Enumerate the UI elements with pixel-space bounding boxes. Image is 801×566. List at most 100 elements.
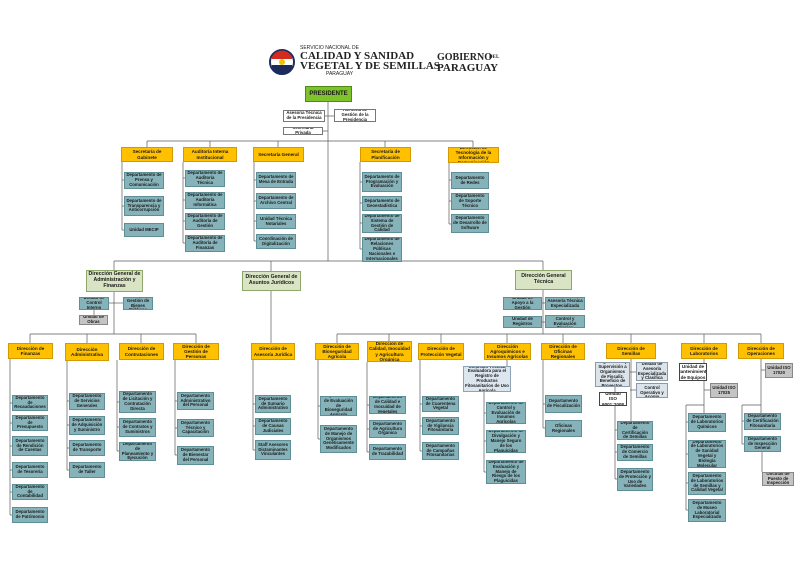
node-d-cert-semillas: Departamento de Certificación de Semilla… [617,421,653,440]
node-comision-tecnica: Comisión Técnica Evaluadora para el Regi… [463,366,511,392]
node-asesoria-gestion: Asesoría de Gestión de la Presidencia [334,109,376,122]
node-d-eval-bioseguridad: Departamento de Evaluación de Biosegurid… [320,396,357,416]
node-presidente: PRESIDENTE [305,86,352,102]
node-d-soporte: Departamento de Soporte Técnico [451,193,489,210]
node-d-geoestadistica: Departamento de Geoestadística [362,196,402,211]
node-u-apoyo: Unidad de Apoyo a la Gestión [503,297,542,310]
node-u-control-interno: Unidad de Control Interno [79,297,109,310]
node-d-museo: Departamento de Museo Laboratorial Espec… [688,499,726,522]
node-d-bienestar: Departamento de Bienestar del Personal [177,446,214,465]
node-u-mecip: Unidad MECIP [124,223,164,237]
sn-line4: PARAGUAY [326,71,354,77]
node-d-proteccion-variedades: Departamento de Protección y Uso de Vari… [617,468,653,491]
node-d-agricultura-organica: Departamento de Agricultura Orgánica [369,420,406,438]
node-d-inspeccion: Departamento de Inspección General [744,436,781,452]
node-d-redes: Departamento de Redes [451,172,489,189]
node-d-rendicion: Departamento de Rendición de Cuentas [12,436,48,456]
node-d-software: Departamento de Desarrollo de Software [451,214,489,233]
node-d-contratos: Departamento de Contratos y Suministros [119,418,156,437]
node-d-planeamiento: Departamento de Planeamiento y Ejecución [119,442,156,461]
node-d-taller: Departamento de Taller [69,462,105,478]
node-u-iso-17025: Unidad ISO 17025 [710,383,738,398]
node-d-lab-molecular: Departamento de Laboratorios de Sanidad … [688,440,726,468]
node-u-notariales: Unidad Técnica Notariales [256,214,296,229]
node-d-sumario: Departamento de Sumario Administrativo [255,395,291,413]
node-dir-asesoria-juridica: Dirección de Asesoría Jurídica [251,343,295,360]
node-d-vigilancia: Departamento de Vigilancia Fitosanitaria [422,417,459,435]
node-d-manejo-ogm: Departamento de Manejo de Organismos Gen… [320,425,357,453]
node-d-cuarentena: Departamento de Cuarentena Vegetal [422,396,459,412]
node-coord-seguimiento: Coordinación de Seguimiento y Supervisió… [595,362,630,387]
node-d-sistema-calidad: Departamento de Sistema de Gestión de Ca… [362,214,402,233]
node-d-comercio-semillas: Departamento de Comercio de Semillas [617,444,653,461]
node-d-licitacion: Departamento de Licitación y Contratació… [119,391,156,413]
node-d-trazabilidad: Departamento de Trazabilidad [369,444,406,460]
node-dir-finanzas: Dirección de Finanzas [8,343,53,359]
node-d-prensa: Departamento de Prensa y Comunicación [124,172,164,189]
node-auditoria: Auditoría Interna Institucional [183,147,237,162]
node-sec-general: Secretaría General [253,147,304,162]
node-u-mantenimiento: Unidad de Mantenimiento de Equipos [679,363,707,381]
node-secretaria-privada: Secretaría Privada [283,127,323,135]
node-d-fiscalizacion: Departamento de Fiscalización [545,395,582,413]
node-d-tesoreria: Departamento de Tesorería [12,462,48,478]
node-dir-semillas: Dirección de Semillas [606,343,656,359]
node-d-relaciones: Departamento de Relaciones Públicas Naci… [362,237,402,262]
node-staff-asesores: Staff Asesores Dictaminantes Vinculantes [255,440,291,460]
node-d-transporte: Departamento de Transporte [69,440,105,456]
node-u-control-eval: Unidad de Control y Evaluación Técnica [545,315,585,328]
node-dir-proteccion: Dirección de Protección Vegetal [418,343,464,360]
node-dir-tic: Dirección de Tecnología de la Informació… [448,147,499,163]
node-dir-administrativa: Dirección Administrativa [65,343,109,361]
node-u-iso-17020: Unidad ISO 17020 [765,363,793,378]
sn-line3: VEGETAL Y DE SEMILLAS [300,60,440,72]
node-asesoria-tecnica: Asesoría Técnica de la Presidencia [283,110,325,122]
node-d-mesa-entrada: Departamento de Mesa de Entrada [256,172,296,188]
node-d-lab-quimicos: Departamento de Laboratorios Químicos [688,413,726,432]
node-d-divulgacion: Departamento de Divulgación y Manejo Seg… [486,430,526,453]
node-u-iso-9001: Unidad ISO 9001:2008 [599,392,627,406]
gob-line1: GOBIERNO [437,52,493,63]
node-d-servicios: Departamento de Servicios Generales [69,393,105,410]
node-dir-operaciones: Dirección de Operaciones [738,343,784,359]
node-dir-personas: Dirección de Gestión de Personas [173,343,219,360]
node-d-capacitacion: Departamento Técnico y Capacitación [177,419,214,437]
node-sec-gabinete: Secretaría de Gabinete [121,147,173,162]
node-d-contabilidad: Departamento de Contabilidad [12,484,48,500]
node-dir-laboratorios: Dirección de Laboratorios [681,343,727,359]
node-d-patrimonio: Departamento de Patrimonio [12,507,48,523]
node-d-lab-semillas: Departamento de Laboratorios de Semillas… [688,472,726,495]
gob-del: DEL [489,55,500,60]
node-u-asesoria-clasifica: Unidad de Asesoría Especializada y Clasi… [636,362,668,381]
node-u-bienes: Unidad de Gestión de Bienes Públicos [123,297,153,310]
node-d-campanas: Departamento de Campañas Fitosanitarias [422,442,459,460]
node-d-presupuesto: Departamento de Presupuesto [12,415,48,431]
node-dg-juridicos: Dirección General de Asuntos Jurídicos [242,271,301,291]
node-d-adquisicion: Departamento de Adquisición y Suministro [69,416,105,435]
node-d-aud-finanzas: Departamento de Auditoría de Finanzas [185,235,225,252]
node-d-control-insumos: Departamento de Control y Evaluación de … [486,402,526,424]
node-d-calidad-vegetales: Departamento de Calidad e Inocuidad de V… [369,396,406,414]
node-d-aud-gestion: Departamento de Auditoría de Gestión [185,213,225,230]
node-dir-contrataciones: Dirección de Contrataciones [119,343,164,360]
sn-line1: SERVICIO NACIONAL DE [300,45,359,51]
node-oficinas-puesto: Oficinas de Puesto de Inspección [762,472,794,486]
paraguay-seal-icon [269,49,295,75]
node-dir-oficinas: Dirección de Oficinas Regionales [541,343,585,360]
node-dir-bioseguridad: Dirección de Bioseguridad Agrícola [315,343,359,360]
node-d-archivo: Departamento de Archivo Central [256,193,296,209]
node-d-cert-fitosanitaria: Departamento de Certificación Fitosanita… [744,413,781,430]
node-asesoria-especializada: Asesoría Técnica Especializada [545,297,585,310]
node-u-registros: Unidad de Registros [503,316,542,328]
node-d-transparencia: Departamento de Transparencia y Anticorr… [124,196,164,216]
node-c-digitalizacion: Coordinación de Digitalización [256,234,296,249]
node-u-control-operativo: Unidad de Control Operativo y Acopio [636,383,668,398]
node-d-aud-tecnica: Departamento de Auditoría Técnica [185,170,225,187]
node-oficinas-regionales: Oficinas Regionales [545,420,582,437]
node-d-causas: Departamento de Causas Judiciales [255,418,291,435]
node-dg-admin: Dirección General de Administración y Fi… [86,270,143,292]
node-dg-tecnica: Dirección General Técnica [515,270,572,290]
node-d-admin-personal: Departamento Administrativo del Personal [177,392,214,410]
node-dir-calidad: Dirección de Calidad, Inocuidad y Agricu… [367,341,412,362]
